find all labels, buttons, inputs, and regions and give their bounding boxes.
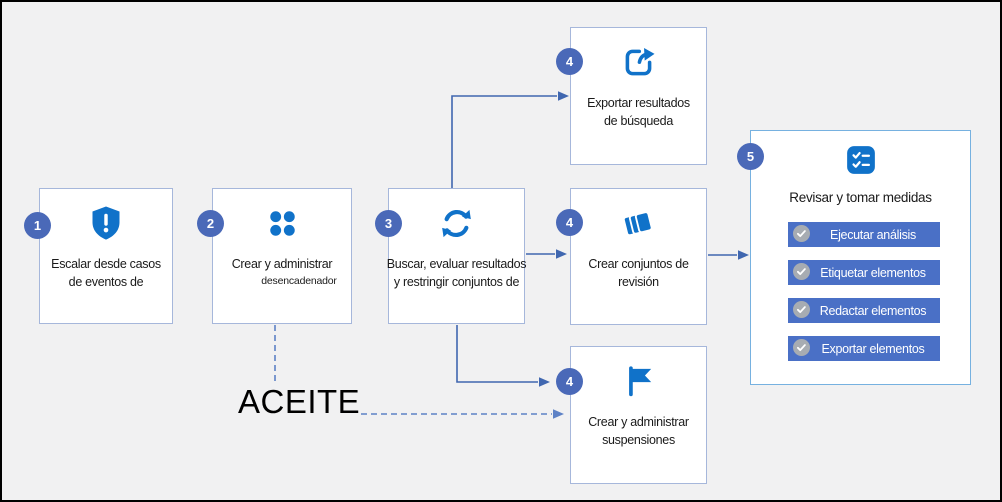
arrowhead [556, 249, 567, 259]
step-badge-3: 3 [375, 210, 402, 237]
action-redact-items: Redactar elementos [788, 298, 940, 323]
step-sub-label: desencadenador [261, 274, 337, 287]
apps-dots-icon [266, 204, 299, 242]
arrowhead [539, 377, 550, 387]
action-run-analytics: Ejecutar análisis [788, 222, 940, 247]
step-label-line: de búsqueda [604, 113, 673, 128]
step-label-line: Exportar resultados [587, 96, 690, 110]
step-box-export-results: Exportar resultados de búsqueda [570, 27, 707, 165]
action-label: Ejecutar análisis [830, 227, 916, 242]
step-badge-4-reviewsets: 4 [556, 209, 583, 236]
check-circle-icon [793, 224, 810, 245]
check-circle-icon [793, 300, 810, 321]
review-set-stack-icon [620, 204, 657, 242]
action-label: Etiquetar elementos [820, 265, 926, 280]
step-panel-review-act: Revisar y tomar medidas Ejecutar análisi… [750, 130, 971, 385]
panel-title: Revisar y tomar medidas [789, 190, 932, 205]
step-box-review-sets: Crear conjuntos de revisión [570, 188, 707, 325]
step-badge-4-export: 4 [556, 48, 583, 75]
step-label-line: Crear conjuntos de [588, 257, 689, 271]
step-label-line: Crear y administrar [588, 415, 689, 429]
arrowhead [558, 91, 569, 101]
step-box-escalate: Escalar desde casos de eventos de [39, 188, 173, 324]
step-label-line: de eventos de [68, 274, 144, 289]
step-label-line: Buscar, evaluar resultados [386, 257, 527, 271]
step-label-line: Crear y administrar [231, 257, 333, 271]
aceite-annotation: ACEITE [238, 383, 361, 420]
step-label-line: y restringir conjuntos de [393, 274, 520, 289]
step-badge-2: 2 [197, 210, 224, 237]
arrowhead [738, 250, 749, 260]
action-export-items: Exportar elementos [788, 336, 940, 361]
action-tag-items: Etiquetar elementos [788, 260, 940, 285]
step-label-line: revisión [618, 274, 659, 289]
arrowhead [553, 409, 564, 419]
step-box-holds: Crear y administrar suspensiones [570, 346, 707, 484]
step-badge-1: 1 [24, 212, 51, 239]
check-circle-icon [793, 262, 810, 283]
action-label: Redactar elementos [819, 303, 927, 318]
checklist-icon [845, 144, 877, 176]
connector-search-to-holds [456, 325, 538, 383]
flag-icon [622, 362, 656, 400]
connector-search-to-export [451, 95, 557, 189]
action-list: Ejecutar análisis Etiquetar elementos Re… [788, 222, 940, 361]
step-badge-5: 5 [737, 143, 764, 170]
step-label-line: Escalar desde casos [51, 257, 161, 271]
sync-icon [438, 204, 475, 242]
export-share-icon [620, 43, 657, 81]
step-box-search: Buscar, evaluar resultados y restringir … [386, 188, 527, 324]
shield-alert-icon [88, 204, 124, 242]
step-box-create-manage: Crear y administrar desencadenador [212, 188, 352, 324]
action-label: Exportar elementos [821, 341, 925, 356]
step-label-line: suspensiones [602, 432, 675, 447]
step-badge-4-holds: 4 [556, 368, 583, 395]
check-circle-icon [793, 338, 810, 359]
